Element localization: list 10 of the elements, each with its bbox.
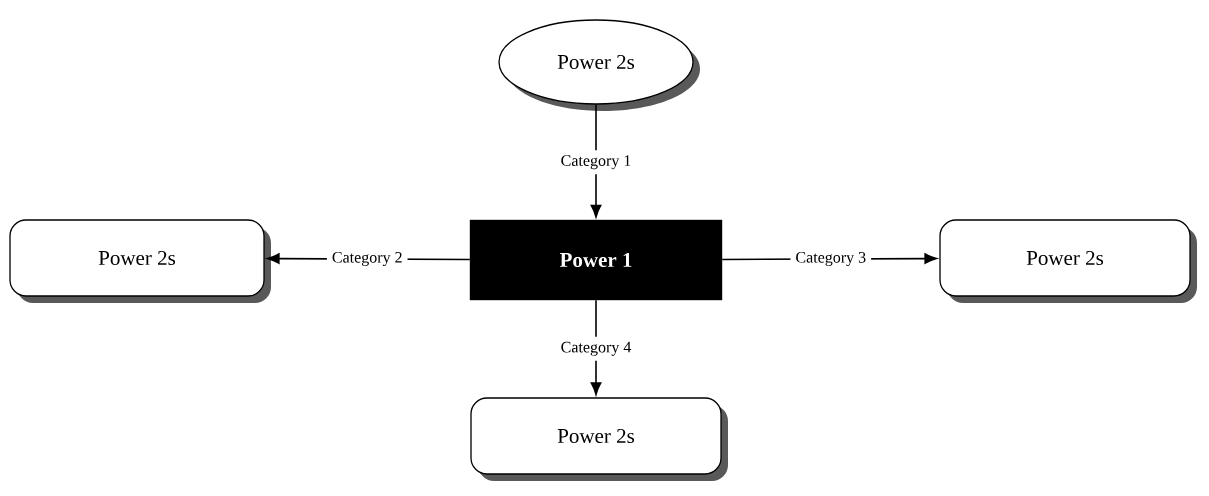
- edge-label: Category 3: [790, 247, 872, 272]
- rounded-box: Power 2s: [9, 219, 271, 303]
- edge-label: Category 4: [555, 336, 637, 361]
- rounded-box: Power 2s: [939, 219, 1197, 303]
- arrow: [590, 299, 602, 396]
- edge-label: Category 1: [555, 150, 637, 175]
- rounded-box: Power 2s: [470, 397, 728, 481]
- ellipse-node: Power 2s: [498, 19, 700, 111]
- edge-label: Category 2: [326, 247, 408, 272]
- main-box: Power 1: [469, 219, 723, 301]
